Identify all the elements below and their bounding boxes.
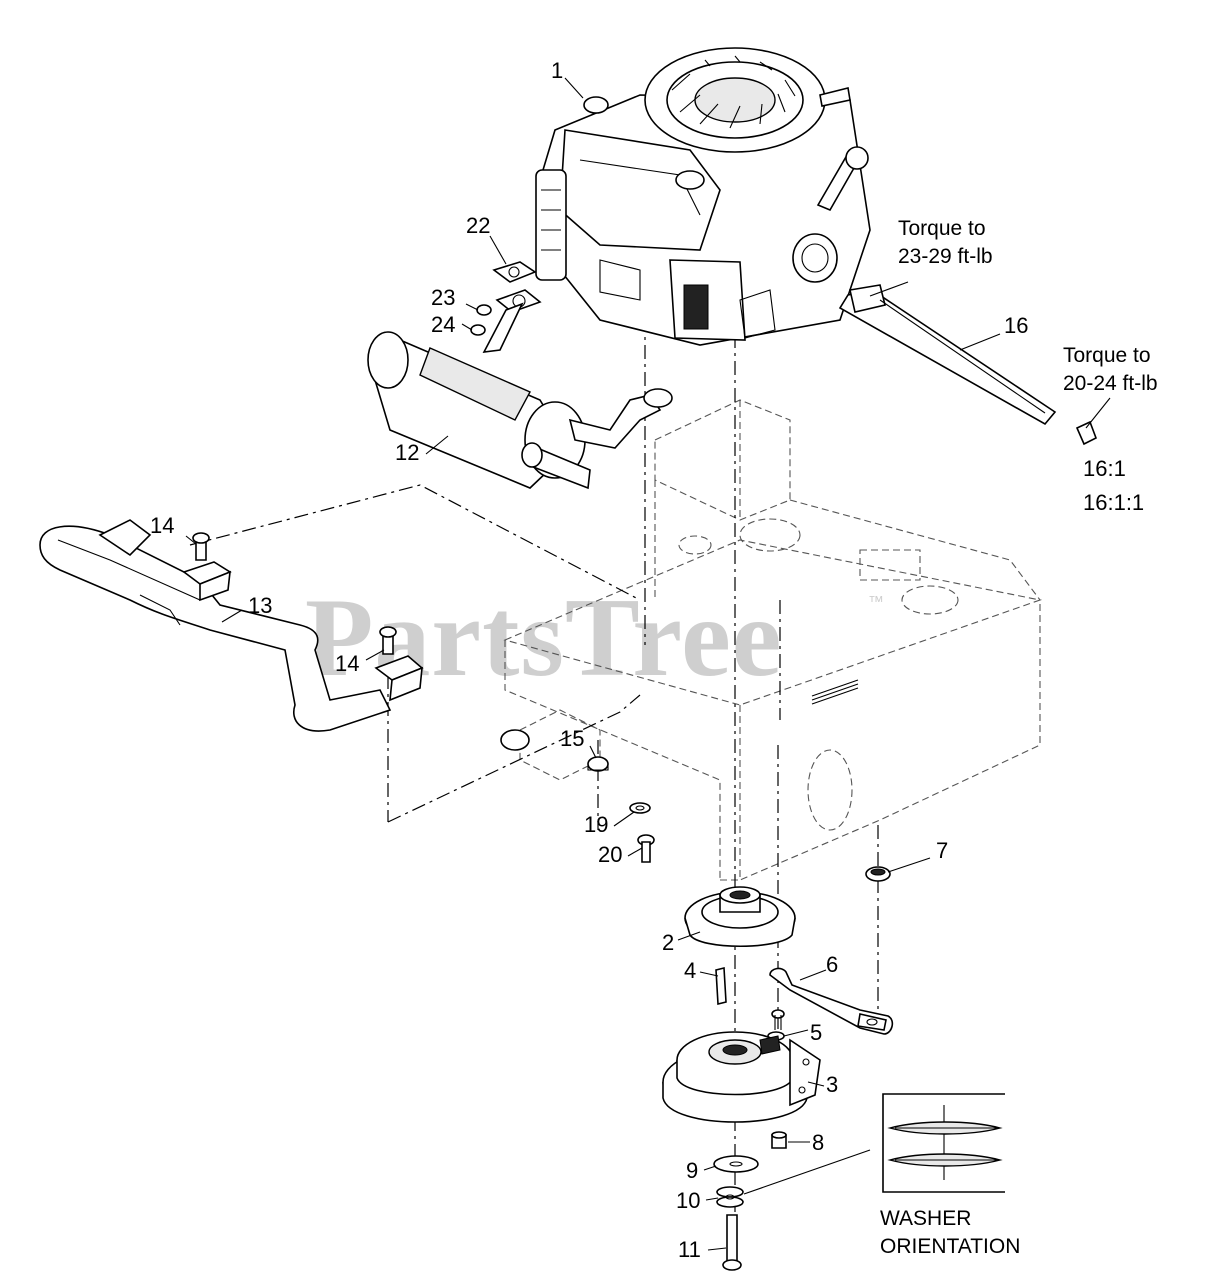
torque-note-hose-line2: 23-29 ft-lb (898, 245, 993, 268)
belleville-washers-part-10[interactable] (716, 1186, 744, 1208)
washer-orientation-detail (882, 1093, 1005, 1193)
torque-note-cap-line1: Torque to (1063, 344, 1151, 367)
washer-part-19[interactable] (629, 802, 651, 814)
callout-19[interactable]: 19 (584, 812, 608, 837)
clutch-part-3[interactable] (662, 1031, 821, 1123)
torque-note-hose: Torque to 23-29 ft-lb (898, 217, 993, 268)
callout-6[interactable]: 6 (826, 952, 838, 977)
bolt-part-14-upper[interactable] (192, 532, 210, 561)
torque-note-cap-line2: 20-24 ft-lb (1063, 372, 1158, 395)
bolt-part-11[interactable] (722, 1214, 742, 1271)
bolt-part-14-lower[interactable] (379, 626, 397, 655)
washer-part-9[interactable] (713, 1155, 759, 1173)
callout-23[interactable]: 23 (431, 285, 455, 310)
watermark-trademark: ™ (868, 594, 884, 611)
exhaust-gasket-part-22[interactable] (492, 261, 537, 283)
callout-16-1-1[interactable]: 16:1:1 (1083, 490, 1144, 515)
callout-12[interactable]: 12 (395, 440, 419, 465)
callout-13[interactable]: 13 (248, 593, 272, 618)
key-part-4[interactable] (715, 966, 727, 1006)
handle-bracket-upper (182, 561, 232, 602)
pulley-part-2[interactable] (684, 886, 796, 947)
anti-rotation-rod-part-6[interactable] (769, 967, 894, 1035)
callout-22[interactable]: 22 (466, 213, 490, 238)
callout-14-upper[interactable]: 14 (150, 513, 174, 538)
torque-note-cap: Torque to 20-24 ft-lb (1063, 344, 1158, 395)
exhaust-flange (482, 289, 542, 353)
chassis-frame (500, 399, 1043, 881)
leader-lines (185, 77, 1111, 1251)
callout-16-1[interactable]: 16:1 (1083, 456, 1126, 481)
callout-1[interactable]: 1 (551, 58, 563, 83)
spacer-part-8[interactable] (771, 1131, 787, 1149)
frame-vent-grille (811, 679, 859, 705)
watermark-logo: PartsTree (305, 576, 783, 700)
grommet-part-7[interactable] (865, 866, 891, 882)
nut-part-15[interactable] (587, 756, 609, 772)
callout-5[interactable]: 5 (810, 1020, 822, 1045)
handle-bracket-lower (374, 655, 424, 702)
callout-14-lower[interactable]: 14 (335, 651, 359, 676)
part-callouts: 1 22 23 24 12 14 13 14 15 19 20 16 16:1 … (150, 58, 1144, 1262)
muffler-part-12[interactable] (367, 331, 673, 490)
callout-20[interactable]: 20 (598, 842, 622, 867)
callout-9[interactable]: 9 (686, 1158, 698, 1183)
washer-orientation-line1: WASHER (880, 1207, 971, 1230)
nut-part-23[interactable] (476, 304, 492, 316)
callout-16[interactable]: 16 (1004, 313, 1028, 338)
bolt-part-20[interactable] (637, 834, 655, 863)
callout-2[interactable]: 2 (662, 930, 674, 955)
washer-orientation-label: WASHER ORIENTATION (880, 1207, 1020, 1258)
oil-drain-hose-part-16[interactable] (838, 284, 1057, 426)
callout-7[interactable]: 7 (936, 838, 948, 863)
nut-part-24[interactable] (470, 324, 486, 336)
callout-24[interactable]: 24 (431, 312, 455, 337)
callout-15[interactable]: 15 (560, 726, 584, 751)
callout-4[interactable]: 4 (684, 958, 696, 983)
callout-11[interactable]: 11 (678, 1237, 701, 1262)
torque-note-hose-line1: Torque to (898, 217, 986, 240)
washer-orientation-line2: ORIENTATION (880, 1235, 1020, 1258)
engine-part-1[interactable] (535, 47, 871, 346)
callout-8[interactable]: 8 (812, 1130, 824, 1155)
washer-part-5[interactable] (767, 1009, 785, 1041)
callout-10[interactable]: 10 (676, 1188, 700, 1213)
handle-bar-part-13[interactable] (39, 519, 392, 732)
drain-cap-part-16-1[interactable] (1075, 420, 1098, 446)
callout-3[interactable]: 3 (826, 1072, 838, 1097)
